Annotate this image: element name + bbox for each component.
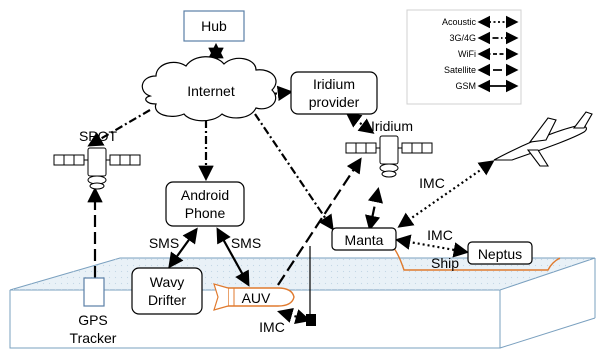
svg-text:Android: Android [181,187,229,203]
link-auv-iridium [277,157,362,286]
label-imc-underwater: IMC [259,319,285,335]
acoustic-transponder [306,314,316,326]
manta-node: Manta [331,227,397,251]
legend-label-satellite: Satellite [444,65,476,75]
svg-text:SPOT: SPOT [79,128,118,144]
svg-text:provider: provider [309,94,360,110]
link-android-auv [216,227,250,287]
iridium-satellite-icon: Iridium [345,118,433,178]
svg-text:Neptus: Neptus [478,246,522,262]
auv-vehicle: AUV [213,283,295,311]
label-sms-right: SMS [231,235,261,251]
svg-text:Iridium: Iridium [313,76,355,92]
spot-satellite-icon: SPOT [53,128,141,190]
svg-text:GPS: GPS [78,312,108,328]
wavy-drifter-node: Wavy Drifter [131,267,203,315]
iridium-provider-node: Iridium provider [290,71,378,115]
legend-label-wifi: WiFi [458,49,476,59]
link-internet-manta [254,113,334,231]
link-android-wavy [168,227,198,269]
sea-front-edge [9,290,501,349]
ship-label: Ship [431,255,459,271]
hub-node: Hub [183,10,245,42]
link-provider-iridium [345,112,375,134]
link-iridium-manta [365,186,383,232]
links [87,42,495,325]
svg-text:Iridium: Iridium [371,118,413,134]
neptus-node: Neptus [467,241,533,265]
svg-text:Manta: Manta [345,232,384,248]
label-imc-neptus: IMC [427,227,453,243]
link-manta-neptus [394,234,470,258]
svg-text:Drifter: Drifter [148,292,186,308]
svg-text:Tracker: Tracker [70,330,117,346]
svg-text:AUV: AUV [242,290,271,306]
legend-label-3g-4g: 3G/4G [449,33,476,43]
label-sms-left: SMS [149,235,179,251]
label-imc-air: IMC [419,175,445,191]
android-phone-node: Android Phone [165,181,245,227]
link-internet-spot [87,109,151,147]
svg-text:Internet: Internet [187,83,235,99]
svg-text:Wavy: Wavy [150,274,184,290]
legend-label-acoustic: Acoustic [442,17,477,27]
link-manta-plane [397,160,495,228]
airplane-icon [493,111,593,167]
legend-label-gsm: GSM [455,81,476,91]
svg-text:Phone: Phone [185,205,226,221]
gps-tracker-node: GPS Tracker [70,277,117,346]
internet-cloud: Internet [141,56,277,122]
svg-text:Hub: Hub [201,18,227,34]
